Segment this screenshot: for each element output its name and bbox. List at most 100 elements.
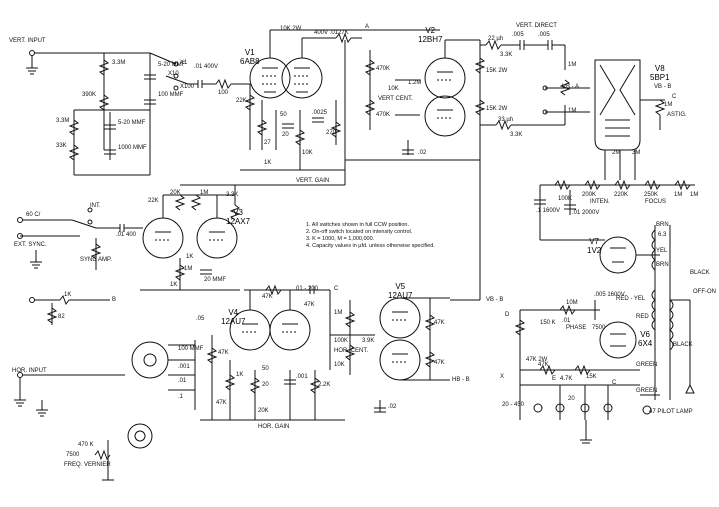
comp-label: 1M [568,108,577,114]
ground-symbols [30,250,592,444]
comp-label: 22K [148,198,159,204]
switch-x10-label: X10 [168,71,179,77]
crt-divider-network [534,179,695,241]
comp-label: 20K [170,190,181,196]
v3-tube [140,185,241,291]
black-label-2: BLACK [673,342,693,348]
hor-gain-label: HOR. GAIN [258,424,290,430]
comp-label: 20 - 450 [502,402,525,408]
sixty-cycle-label: 60 C/ [26,212,41,218]
comp-label: 15K 2W [486,106,508,112]
comp-label: 470K [376,112,391,118]
comp-label: 47K 2W [526,357,548,363]
comp-label: .1 1600V [536,208,561,214]
pin-label: B [112,297,117,303]
comp-label: 20K [258,408,269,414]
note-3: 3. K = 1000, M = 1,000,000. [306,236,375,242]
comp-label: 1K [64,292,72,298]
comp-label: 470K [376,66,391,72]
green-label-2: GREEN [636,388,658,394]
pin-label: VB - B [654,84,672,90]
comp-label: 1M [200,190,209,196]
comp-label: 1M [674,192,683,198]
pin-label: VB - B [486,297,504,303]
ext-sync-label: EXT. SYNC. [14,242,47,248]
comp-label: .005 [512,32,524,38]
comp-label: 22K [236,98,247,104]
note-1: 1. All switches shown in full CCW positi… [306,222,410,228]
pin-label: C [672,94,677,100]
comp-label: 47K [262,294,273,300]
brn-label-1: BRN [656,222,669,228]
comp-label: 1K [170,282,178,288]
comp-label: 400V .01 [314,30,339,36]
comp-label: 3.3K [226,192,239,198]
comp-label: 250K [644,192,659,198]
comp-label: 2M [612,150,621,156]
comp-label: 3.9K [362,338,375,344]
comp-label: .01 [562,318,571,324]
pin-label: D [505,312,510,318]
green-label-1: GREEN [636,362,658,368]
comp-label: 50 [262,366,269,372]
brn-label-2: BRN [656,262,669,268]
comp-label: 1.2M [408,80,422,86]
comp-label: 10M [566,300,578,306]
v8-crt [594,59,666,180]
comp-label: 1K [236,372,244,378]
comp-label: 10K [388,86,399,92]
comp-label: .05 [196,316,205,322]
hor-input-label: HOR. INPUT [12,368,47,374]
comp-label: 47K [434,360,445,366]
comp-label: 33 µh [498,117,514,123]
vert-input-label: VERT. INPUT [9,38,46,44]
v4-tube [200,284,345,421]
comp-label: 100 [218,90,229,96]
comp-label: .005 1600V [594,292,625,298]
comp-label: 47K [218,350,229,356]
comp-label: 7500 [66,452,80,458]
pin-label: E [552,376,557,382]
pin-label: HB - B [452,377,470,383]
focus-label: FOCUS [645,199,666,205]
comp-label: 20 [262,382,269,388]
comp-label: 01 - 200 [296,286,319,292]
comp-label: 27 [264,140,271,146]
comp-label: 220K [614,192,629,198]
comp-label: 27K [338,30,349,36]
comp-label: .0025 [312,110,328,116]
comp-label: 33K [56,143,67,149]
comp-label: 3.3M [56,118,70,124]
comp-label: .005 [538,32,550,38]
comp-label: .01 [178,378,187,384]
black-label-1: BLACK [690,270,710,276]
hor-cent-label: HOR. CENT. [334,348,369,354]
comp-label: 1K [264,160,272,166]
comp-label: .001 [296,374,308,380]
comp-label: 1000 MMF [118,145,147,151]
int-label: INT. [90,203,101,209]
comp-label: 1M [184,266,193,272]
comp-label: 22 µh [488,36,504,42]
note-2: 2. On-off switch located on intensity co… [306,229,413,235]
comp-label: 200K [582,192,597,198]
v7-tube [599,236,660,274]
pin-label: VB - A [562,84,580,90]
pin-label: C [612,380,617,386]
vert-input-network [26,50,250,176]
comp-label: 5-20 MMF [158,62,186,68]
pin-label: X [500,374,505,380]
comp-label: 3M [632,150,641,156]
comp-label: 1M [690,192,699,198]
comp-label: 47K [538,362,549,368]
comp-label: 390K [82,92,97,98]
comp-label: 15K 2W [486,68,508,74]
comp-label: 2.2K [318,382,331,388]
comp-label: .01 400V [194,64,219,70]
